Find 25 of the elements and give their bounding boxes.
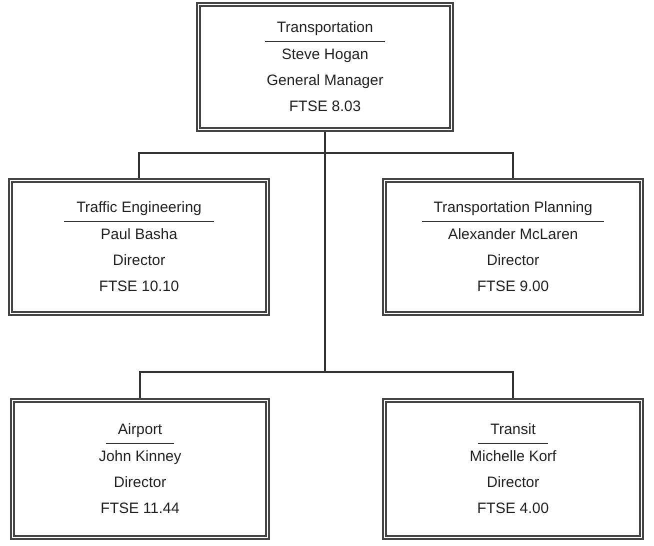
staff-text: FTSE 4.00 <box>477 498 549 518</box>
staff-text: FTSE 8.03 <box>289 96 361 116</box>
staff-text: FTSE 9.00 <box>477 276 549 296</box>
unit-heading: Transit <box>478 416 548 444</box>
unit-heading: Transportation <box>264 14 386 42</box>
org-box <box>382 178 644 316</box>
org-box <box>10 398 270 540</box>
staff-text: Alexander McLaren <box>448 224 578 244</box>
org-box <box>382 398 644 540</box>
staff-text: Steve Hogan <box>282 44 368 64</box>
staff-text: General Manager <box>266 70 384 90</box>
staff-text: FTSE 10.10 <box>98 276 180 296</box>
staff-text: Director <box>486 250 540 270</box>
unit-heading: Traffic Engineering <box>64 194 214 222</box>
staff-text: John Kinney <box>98 446 182 466</box>
staff-text: Director <box>486 472 540 492</box>
staff-text: Michelle Korf <box>470 446 556 466</box>
staff-text: Director <box>112 250 166 270</box>
org-box <box>8 178 270 316</box>
staff-text: Paul Basha <box>100 224 178 244</box>
staff-text: FTSE 11.44 <box>100 498 180 518</box>
unit-heading: Transportation Planning <box>422 194 604 222</box>
org-box <box>196 2 454 132</box>
unit-heading: Airport <box>106 416 174 444</box>
staff-text: Director <box>114 472 166 492</box>
